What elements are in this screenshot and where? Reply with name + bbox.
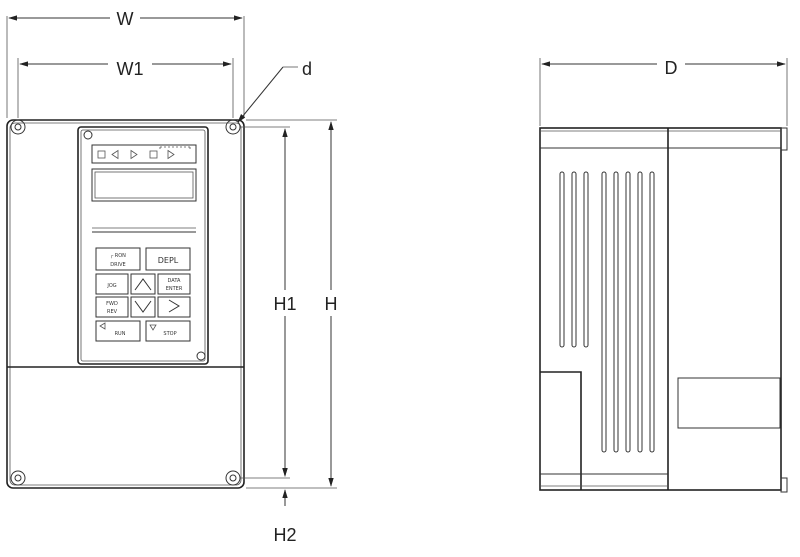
side-housing-outline	[539, 127, 782, 491]
front-housing-inner-outline	[9, 122, 242, 486]
dimension-w: W	[6, 6, 245, 118]
key-remote-drive-button[interactable]: ┌ RON DRIVE	[95, 247, 141, 271]
front-housing-outline	[6, 119, 245, 489]
label-w1: W1	[117, 59, 144, 79]
svg-text:DATA: DATA	[168, 278, 181, 284]
key-shift-reset-button[interactable]	[157, 296, 191, 318]
dimension-w1: W1	[17, 54, 234, 118]
side-label-plate	[677, 377, 781, 429]
svg-text:ENTER: ENTER	[166, 286, 183, 292]
key-jog-button[interactable]: JOG	[95, 273, 129, 295]
mounting-hole-top-right	[225, 119, 241, 135]
label-depth: D	[665, 58, 678, 78]
dimension-h1: H1	[240, 126, 304, 479]
label-h1: H1	[273, 294, 296, 314]
label-h: H	[325, 294, 338, 314]
svg-text:DEPL: DEPL	[158, 256, 179, 265]
mounting-hole-bottom-right	[225, 470, 241, 486]
led-indicators-icon	[97, 146, 191, 160]
side-view	[539, 127, 788, 493]
svg-text:RUN: RUN	[115, 331, 126, 337]
side-flange-top	[780, 127, 788, 151]
shift-arrow-icon	[168, 299, 180, 313]
run-icon	[99, 322, 106, 330]
side-front-step	[540, 371, 582, 490]
svg-text:DRIVE: DRIVE	[110, 262, 125, 268]
key-enter-button[interactable]: DATA ENTER	[157, 273, 191, 295]
lcd-display	[91, 168, 197, 202]
stop-icon	[149, 324, 157, 331]
dimension-h: H	[246, 119, 344, 489]
key-display-button[interactable]: DEPL	[145, 247, 191, 271]
svg-text:REV: REV	[107, 309, 118, 315]
key-down-arrow-button[interactable]	[130, 296, 156, 318]
side-flange-bottom	[780, 477, 788, 493]
label-w: W	[117, 9, 134, 29]
dimension-h2: H2	[273, 462, 297, 545]
panel-screw-top-icon	[83, 130, 93, 140]
svg-text:STOP: STOP	[163, 331, 176, 337]
label-d: d	[302, 59, 312, 79]
label-h2: H2	[273, 525, 296, 545]
dimension-d-hole: d	[237, 59, 312, 123]
key-fwd-rev-button[interactable]: FWD REV	[95, 296, 129, 318]
key-up-arrow-button[interactable]	[130, 273, 156, 295]
svg-text:FWD: FWD	[106, 301, 118, 307]
up-arrow-icon	[134, 278, 152, 291]
key-run-button[interactable]: RUN	[95, 320, 141, 342]
mounting-hole-top-left	[10, 119, 26, 135]
down-arrow-icon	[134, 300, 152, 313]
panel-screw-bottom-icon	[196, 351, 206, 361]
dimension-depth: D	[539, 54, 788, 126]
operator-keypad-panel: ┌ RON DRIVE DEPL JOG DATA ENTER	[77, 126, 209, 365]
svg-text:JOG: JOG	[106, 283, 116, 289]
lcd-display-inner	[94, 171, 194, 199]
svg-text:┌ RON: ┌ RON	[110, 253, 126, 259]
led-indicator-strip	[91, 144, 197, 164]
front-view: ┌ RON DRIVE DEPL JOG DATA ENTER	[6, 119, 245, 489]
key-stop-button[interactable]: STOP	[145, 320, 191, 342]
ventilation-slots	[559, 171, 655, 453]
mounting-hole-bottom-left	[10, 470, 26, 486]
